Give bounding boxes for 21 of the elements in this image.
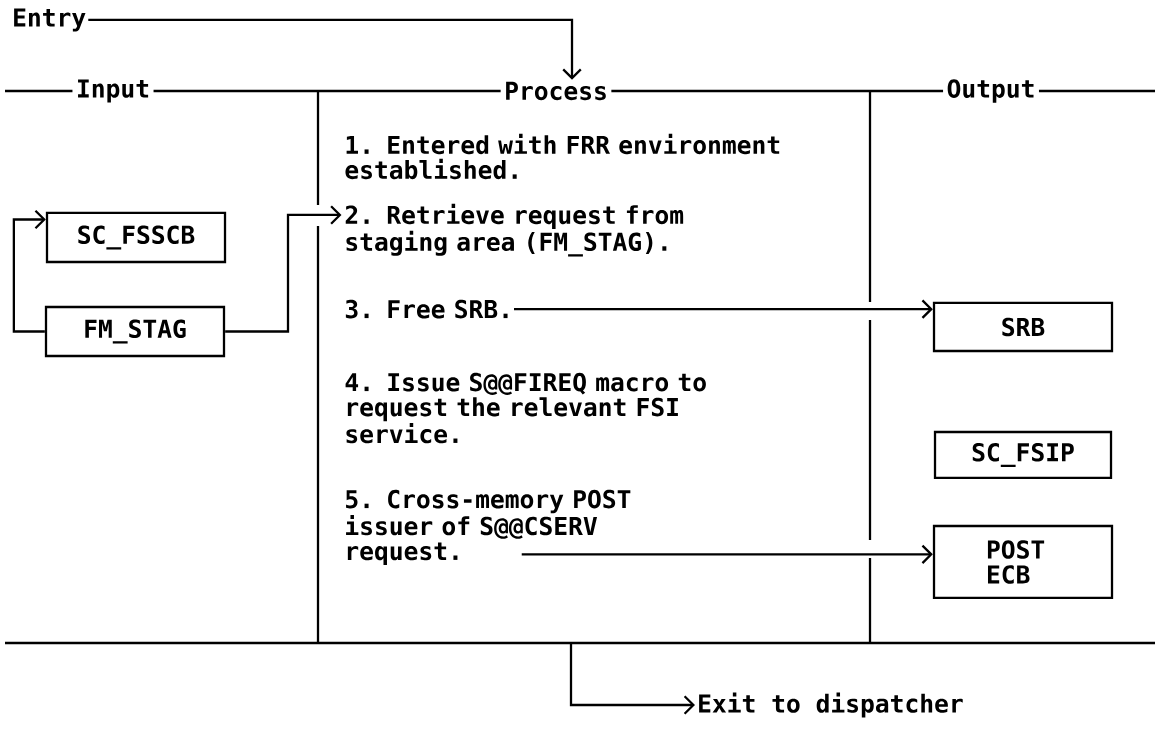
arrow	[514, 299, 933, 319]
data-box: SRB	[932, 301, 1114, 353]
data-box: POST ECB	[932, 524, 1114, 600]
step-text: 3. Free SRB.	[345, 299, 508, 319]
arrow	[225, 205, 342, 333]
entry-label: Entry	[14, 8, 86, 32]
step-text: 4. Issue S@@FIREQ macro to request the relevant FSI service.	[345, 372, 706, 444]
exit-label: Exit to dispatcher	[699, 692, 963, 718]
data-box: SC_FSIP	[933, 430, 1113, 480]
arrow	[88, 18, 582, 80]
data-box: SC_FSSCB	[45, 211, 227, 264]
step-text: 1. Entered with FRR environment established.	[345, 133, 780, 180]
step-text: 2. Retrieve request from staging area (FM_STAG).	[345, 203, 684, 257]
column-heading: Output	[943, 77, 1039, 105]
column-heading: Input	[72, 77, 154, 105]
data-box: FM_STAG	[44, 305, 226, 358]
column-heading: Process	[500, 80, 612, 102]
arrow	[569, 643, 695, 715]
arrow	[12, 209, 46, 333]
arrow	[521, 544, 933, 564]
step-text: 5. Cross-memory POST issuer of S@@CSERV request.	[346, 489, 631, 566]
